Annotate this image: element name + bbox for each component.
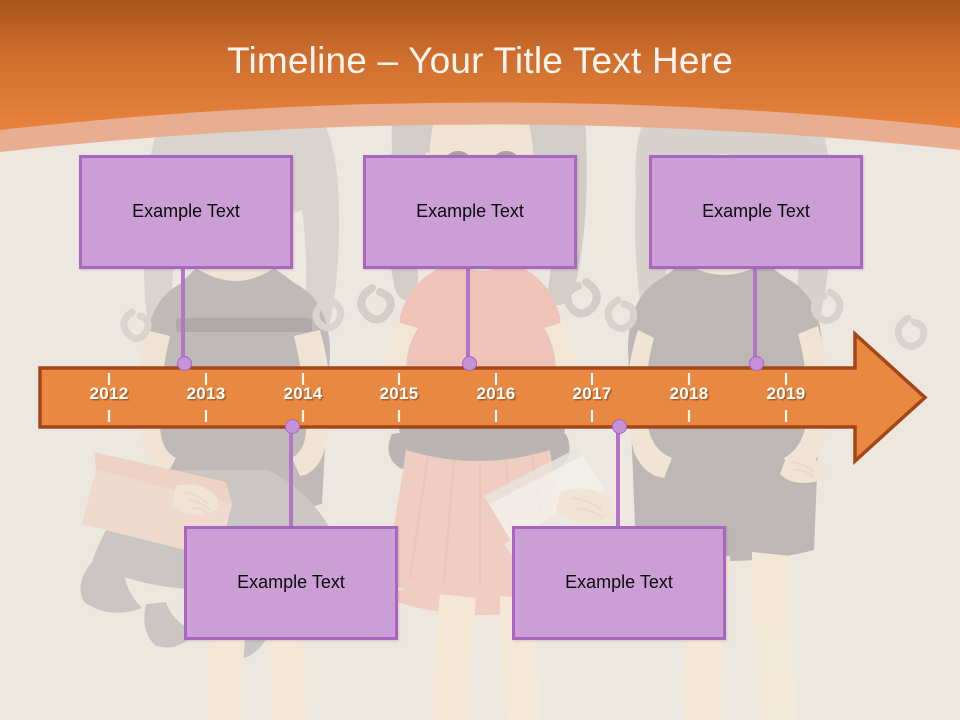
connector-line-above-1 [181,269,185,362]
timeline-arrow [38,330,928,465]
year-label-2012: 2012 [89,384,129,403]
connector-line-below-1 [289,425,293,526]
callout-text: Example Text [237,572,345,593]
year-label-2016: 2016 [476,384,516,403]
connector-dot-below-2 [611,418,627,434]
callout-text: Example Text [565,572,673,593]
callout-text: Example Text [702,201,810,222]
callout-text: Example Text [132,201,240,222]
connector-dot-below-1 [284,418,300,434]
callout-text: Example Text [416,201,524,222]
year-label-2013: 2013 [186,384,226,403]
callout-box-below-2[interactable]: Example Text [512,526,726,640]
connector-line-below-2 [616,425,620,526]
connector-dot-above-1 [176,355,192,371]
header-banner [0,0,960,152]
connector-dot-above-2 [461,355,477,371]
page-title: Timeline – Your Title Text Here [227,40,733,81]
callout-box-above-3[interactable]: Example Text [649,155,863,269]
connector-dot-above-3 [748,355,764,371]
year-label-2017: 2017 [572,384,612,403]
callout-box-below-1[interactable]: Example Text [184,526,398,640]
connector-line-above-3 [753,269,757,362]
year-label-2018: 2018 [669,384,709,403]
year-label-2019: 2019 [766,384,806,403]
year-label-2014: 2014 [283,384,323,403]
connector-line-above-2 [466,269,470,362]
callout-box-above-2[interactable]: Example Text [363,155,577,269]
callout-box-above-1[interactable]: Example Text [79,155,293,269]
year-label-2015: 2015 [379,384,419,403]
